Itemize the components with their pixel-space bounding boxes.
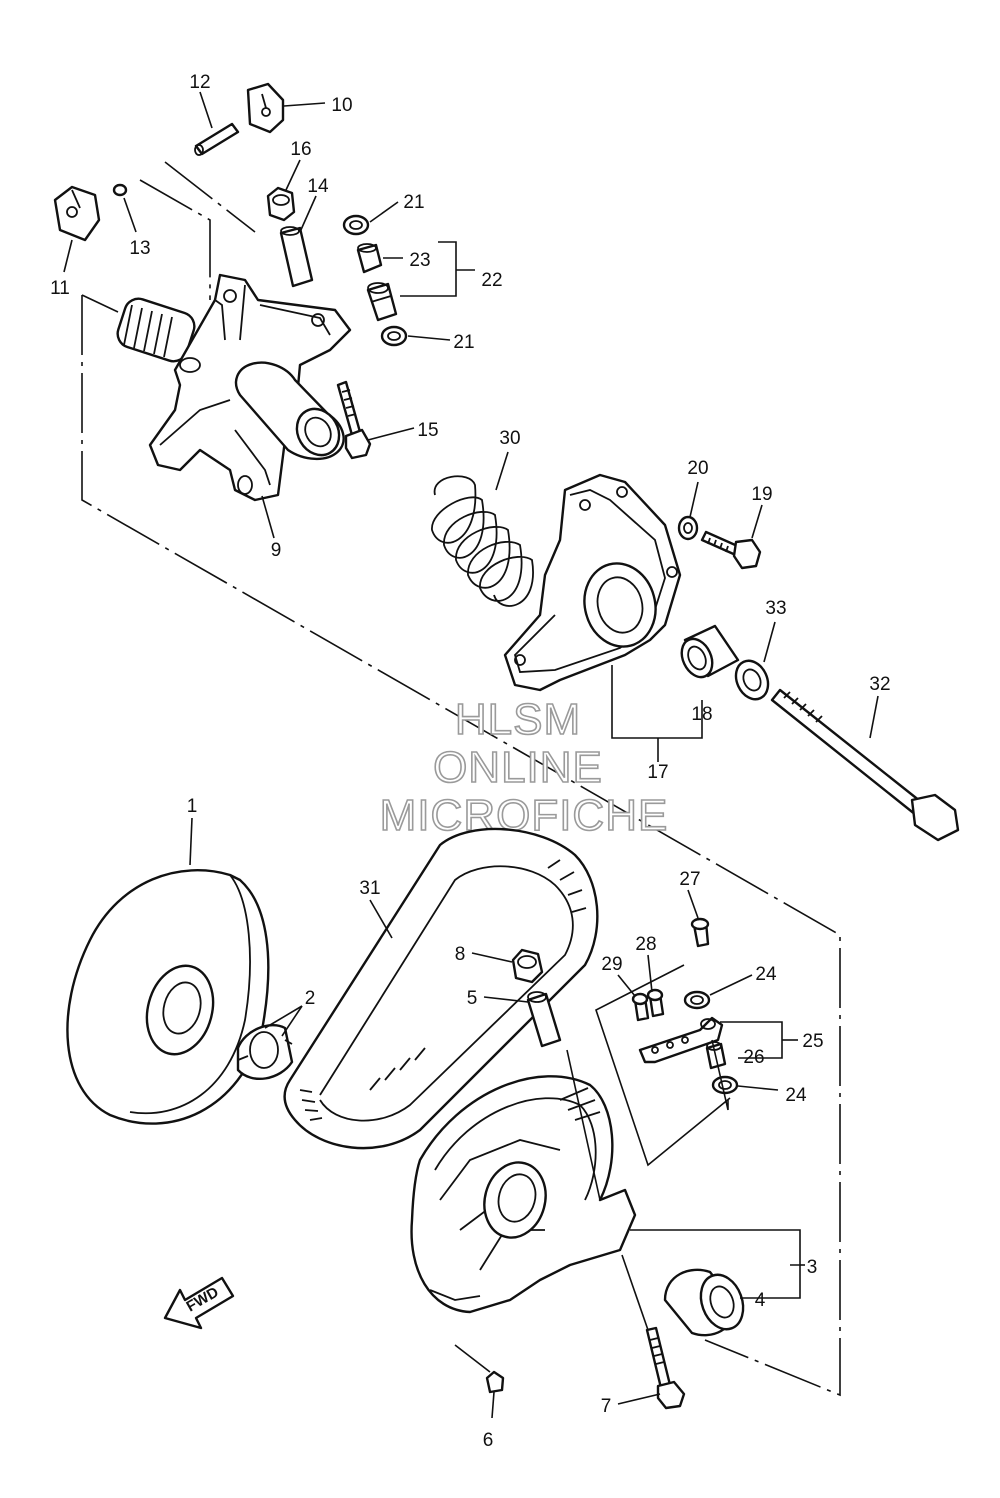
watermark-line2: ONLINE <box>433 743 603 792</box>
part-28-screw[interactable] <box>646 988 665 1018</box>
leader-lines <box>63 91 879 1419</box>
part-7-bolt[interactable] <box>645 1326 686 1410</box>
callout-24-bottom: 24 <box>785 1085 807 1106</box>
part-23-roller-a[interactable] <box>356 243 383 274</box>
callout-15: 15 <box>417 420 438 441</box>
callout-22: 22 <box>481 270 502 291</box>
part-4-bushing[interactable] <box>663 1268 750 1337</box>
callout-labels: 1 2 3 4 5 6 7 8 9 10 11 12 13 14 15 16 1… <box>50 72 890 1451</box>
part-1-fixed-sheave[interactable] <box>66 869 270 1125</box>
callout-17: 17 <box>647 762 668 783</box>
part-16-nut[interactable] <box>266 186 296 222</box>
part-19-bolt[interactable] <box>700 530 762 570</box>
part-31-belt[interactable] <box>283 827 599 1150</box>
part-3-movable-sheave[interactable] <box>410 1075 637 1314</box>
part-6-stopper[interactable] <box>485 1370 505 1394</box>
part-12-pin[interactable] <box>194 122 240 156</box>
callout-5: 5 <box>467 988 478 1009</box>
part-5-collar[interactable] <box>526 991 562 1048</box>
callout-1: 1 <box>187 796 198 817</box>
callout-33: 33 <box>765 598 786 619</box>
callout-21-bottom: 21 <box>453 332 474 353</box>
part-9-spider-hub[interactable] <box>114 273 352 502</box>
callout-26: 26 <box>743 1047 764 1068</box>
part-25-bracket[interactable] <box>638 1016 724 1064</box>
part-32-bolt[interactable] <box>770 688 960 842</box>
callout-32: 32 <box>869 674 890 695</box>
callout-14: 14 <box>307 176 329 197</box>
callout-12: 12 <box>189 72 210 93</box>
callout-6: 6 <box>483 1430 494 1451</box>
part-20-washer[interactable] <box>677 515 699 541</box>
callout-7: 7 <box>601 1396 612 1417</box>
callout-20: 20 <box>687 458 708 479</box>
part-8-nut[interactable] <box>511 948 544 984</box>
callout-19: 19 <box>751 484 772 505</box>
callout-24-top: 24 <box>755 964 777 985</box>
part-23-roller-b[interactable] <box>366 282 398 322</box>
part-24-washer-bottom[interactable] <box>711 1075 739 1095</box>
callout-9: 9 <box>271 540 282 561</box>
callout-2: 2 <box>305 988 316 1009</box>
callout-29: 29 <box>601 954 622 975</box>
part-10-weight[interactable] <box>246 82 285 134</box>
part-13-ring[interactable] <box>112 183 128 197</box>
callout-3: 3 <box>807 1257 818 1278</box>
callout-11: 11 <box>50 278 70 299</box>
callout-4: 4 <box>755 1290 766 1311</box>
part-33-washer[interactable] <box>730 656 774 705</box>
callout-21-top: 21 <box>403 192 424 213</box>
part-2-split-bushing[interactable] <box>236 1024 294 1080</box>
callout-23: 23 <box>409 250 430 271</box>
callout-18: 18 <box>691 704 712 725</box>
callout-10: 10 <box>331 95 352 116</box>
part-24-washer-top[interactable] <box>683 990 711 1010</box>
part-29-screw[interactable] <box>631 992 650 1022</box>
assembly-outline <box>81 161 841 1397</box>
callout-8: 8 <box>455 944 466 965</box>
callout-13: 13 <box>129 238 150 259</box>
part-17-cover[interactable] <box>503 473 682 692</box>
part-21-washer-top[interactable] <box>342 214 370 236</box>
watermark: HLSM ONLINE MICROFICHE <box>379 694 668 841</box>
part-18-bushing[interactable] <box>676 624 740 682</box>
fwd-arrow-icon: FWD <box>163 1276 235 1330</box>
part-14-collar[interactable] <box>279 226 314 288</box>
part-15-bolt[interactable] <box>336 380 372 460</box>
callout-28: 28 <box>635 934 656 955</box>
watermark-line1: HLSM <box>455 695 581 744</box>
part-30-spring[interactable] <box>431 475 534 607</box>
part-21-washer-bottom[interactable] <box>380 325 408 347</box>
callout-30: 30 <box>499 428 520 449</box>
callout-16: 16 <box>290 139 311 160</box>
part-27-screw[interactable] <box>690 917 710 948</box>
callout-31: 31 <box>359 878 380 899</box>
callout-25: 25 <box>802 1031 823 1052</box>
part-11-weight[interactable] <box>53 185 101 242</box>
callout-27: 27 <box>679 869 700 890</box>
